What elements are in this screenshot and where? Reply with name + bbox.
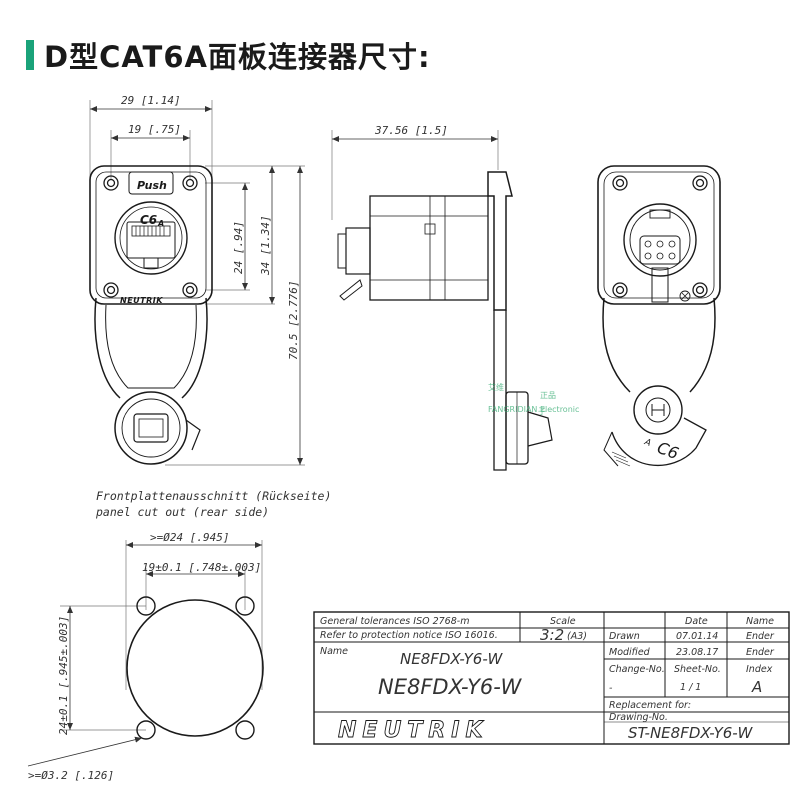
page-title: D型CAT6A面板连接器尺寸: (44, 40, 431, 74)
tb-date-label: Date (685, 616, 708, 627)
dim-cutout-hole-spacing-v: 24±0.1 [.945±.003] (57, 616, 70, 735)
front-view (89, 100, 305, 466)
title-block (313, 611, 790, 745)
dim-front-total-height: 70.5 [2.776] (287, 281, 300, 360)
tb-scale-sheet: (A3) (567, 631, 587, 642)
tb-protection: Refer to protection notice ISO 16016. (320, 630, 498, 641)
cutout-note-de: Frontplattenausschnitt (Rückseite) (96, 489, 331, 503)
dim-front-body-height: 34 [1.34] (259, 215, 272, 276)
rear-cat-sub-label: A (642, 437, 652, 449)
rear-cat-label: C6 (655, 438, 682, 463)
tb-modified-label: Modified (609, 647, 651, 658)
tb-index-label: Index (746, 664, 773, 675)
rear-view (597, 165, 721, 467)
dim-front-hole-spacing-h: 19 [.75] (128, 123, 181, 136)
tb-replacement-label: Replacement for: (609, 700, 691, 711)
tb-modified-date: 23.08.17 (676, 647, 718, 658)
dim-cutout-diameter: >=Ø24 [.945] (150, 531, 229, 544)
title-accent-bar (26, 40, 34, 70)
tb-change-label: Change-No. (609, 664, 665, 675)
tb-modified-name: Ender (746, 647, 775, 658)
dim-side-depth: 37.56 [1.5] (374, 124, 448, 137)
front-brand-label: NEUTRIK (120, 296, 163, 305)
dim-front-hole-spacing-v: 24 [.94] (232, 221, 245, 274)
tb-scale-value: 3:2 (540, 626, 564, 644)
tb-drawing-label: Drawing-No. (609, 712, 668, 723)
dim-cutout-hole-diameter: >=Ø3.2 [.126] (28, 769, 114, 782)
watermark: 艾维 正品 FANGRIDIAN Electronic 子 (488, 382, 579, 416)
tb-drawn-date: 07.01.14 (676, 631, 718, 642)
cat-sub-label: A (157, 219, 164, 228)
side-view (331, 130, 553, 471)
svg-text:子: 子 (538, 407, 546, 416)
tb-change-value: - (609, 683, 613, 694)
tb-drawn-label: Drawn (609, 631, 640, 642)
tb-part-small: NE8FDX-Y6-W (400, 650, 503, 668)
cat-label: C6 (140, 213, 157, 227)
tb-tolerances: General tolerances ISO 2768-m (320, 616, 469, 627)
tb-name-field-label: Name (320, 646, 348, 657)
tb-brand-logo: NEUTRIK (338, 718, 489, 743)
svg-text:艾维: 艾维 (488, 382, 504, 392)
push-label: Push (137, 179, 167, 192)
cutout-note-en: panel cut out (rear side) (95, 505, 269, 519)
tb-drawn-name: Ender (746, 631, 775, 642)
tb-scale-label: Scale (550, 616, 576, 627)
svg-text:正品: 正品 (540, 391, 556, 400)
dim-front-width: 29 [1.14] (121, 94, 181, 107)
tb-index-value: A (751, 678, 762, 696)
dim-cutout-hole-spacing-h: 19±0.1 [.748±.003] (142, 561, 261, 574)
tb-sheet-label: Sheet-No. (674, 664, 721, 675)
tb-name-label: Name (746, 616, 774, 627)
cutout-view (27, 540, 264, 767)
svg-text:FANGRIDIAN Electronic: FANGRIDIAN Electronic (488, 405, 579, 414)
tb-sheet-value: 1 / 1 (680, 682, 701, 693)
tb-part-big: NE8FDX-Y6-W (378, 675, 522, 699)
tb-drawing-value: ST-NE8FDX-Y6-W (628, 724, 753, 742)
